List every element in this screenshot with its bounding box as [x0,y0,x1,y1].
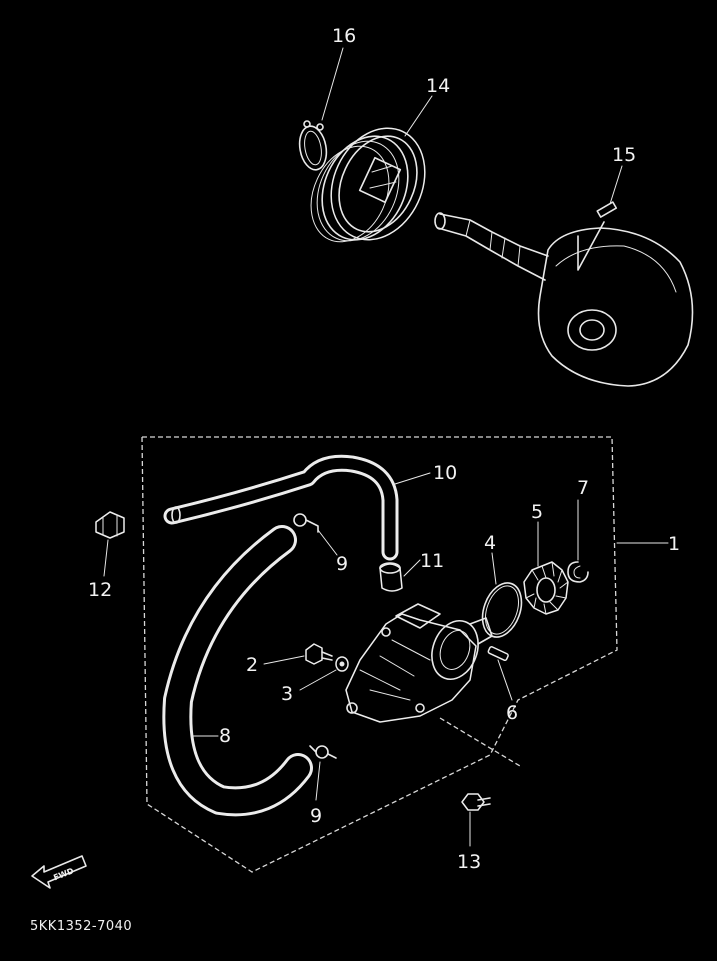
callout-3: 3 [281,683,293,705]
callout-12: 12 [88,579,112,601]
oil-hose-part-8 [162,525,313,817]
crankshaft-part-15 [434,201,694,387]
o-ring-part-4 [481,582,523,638]
callout-9-upper: 9 [336,553,348,575]
oil-hose-part-10 [163,454,399,561]
hose-clip-part-9-upper [293,513,319,533]
callout-6: 6 [506,702,518,724]
bolt-part-2 [305,643,333,665]
callout-2: 2 [246,654,258,676]
callout-1: 1 [668,533,680,555]
callout-9-lower: 9 [310,805,322,827]
rotor-part-14 [310,127,426,243]
cap-part-12 [95,511,125,539]
hose-clip-part-9-lower [309,745,337,759]
drawing-code: 5KK1352-7040 [30,919,132,934]
circlip-part-7 [567,561,589,583]
oil-pump-body-part-1 [345,603,493,723]
circlip-part-16 [298,120,328,171]
leader-lines [103,47,669,847]
washer-part-3 [335,656,349,672]
assembly-outline-inner [439,717,521,767]
callout-7: 7 [577,477,589,499]
callout-8: 8 [219,725,231,747]
callout-5: 5 [531,501,543,523]
bolt-part-13 [461,793,491,811]
forward-arrow-icon: FWD [31,855,87,889]
callout-15: 15 [612,144,636,166]
callout-14: 14 [426,75,450,97]
gear-part-5 [523,561,569,615]
callout-labels: 1 2 3 4 5 6 7 8 9 9 10 11 12 13 14 15 16 [88,25,680,873]
assembly-outline [141,436,618,873]
callout-13: 13 [457,851,481,873]
callout-11: 11 [420,550,444,572]
callout-4: 4 [484,532,496,554]
callout-16: 16 [332,25,356,47]
joint-part-11 [379,562,403,592]
pin-part-6 [487,646,509,662]
fwd-label: FWD [52,866,75,882]
callout-10: 10 [433,462,457,484]
